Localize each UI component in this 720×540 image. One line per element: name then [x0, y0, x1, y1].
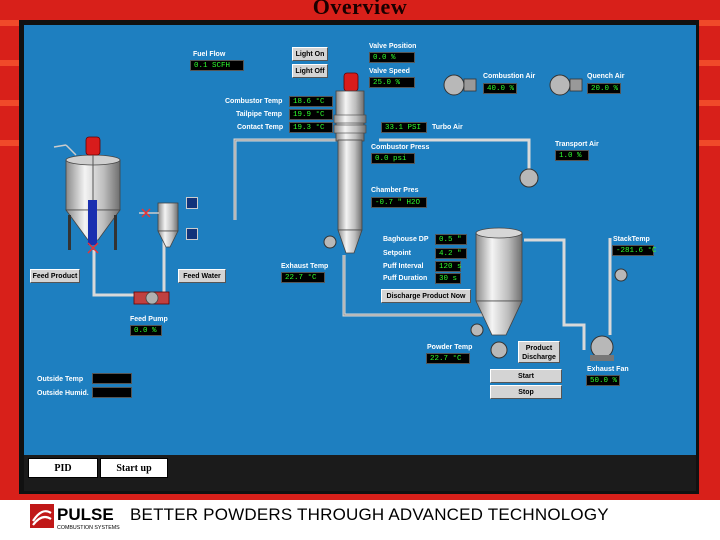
outside-humid-value	[92, 387, 132, 398]
exhaust-temp-label: Exhaust Temp	[281, 263, 329, 270]
chamber-pres-label: Chamber Pres	[371, 187, 419, 194]
outside-temp-label: Outside Temp	[37, 376, 84, 383]
transport-air-label: Transport Air	[555, 141, 599, 148]
stack-temp-value: -281.6 °C	[612, 245, 657, 256]
contact-temp-value: 19.3 °C	[289, 122, 333, 133]
powder-temp-value: 22.7 °C	[426, 353, 470, 364]
product-discharge-button[interactable]: Product Discharge	[518, 341, 560, 363]
feed-pump-graphic	[133, 291, 170, 305]
feed-tank	[53, 136, 121, 254]
puff-interval-value[interactable]: 120 s	[435, 261, 462, 272]
valve-position-value: 0.0 %	[369, 52, 415, 63]
combustion-air-label: Combustion Air	[483, 73, 536, 80]
combustor	[333, 72, 367, 254]
pipe-baghouse-exhaust	[524, 238, 586, 350]
svg-text:PULSE: PULSE	[57, 505, 114, 524]
chamber-pres-value: -0.7 " H2O	[371, 197, 427, 208]
contact-temp-label: Contact Temp	[237, 124, 284, 131]
outside-temp-value	[92, 373, 132, 384]
turbo-air-label: Turbo Air	[432, 124, 463, 131]
fuel-flow-label: Fuel Flow	[193, 51, 226, 58]
water-flow-indicator[interactable]	[186, 228, 198, 240]
process-diagram	[53, 72, 628, 361]
exhaust-fan-label: Exhaust Fan	[587, 366, 629, 373]
combustion-air-value: 40.0 %	[483, 83, 517, 94]
transport-air-blower	[519, 168, 539, 188]
powder-temp-label: Powder Temp	[427, 344, 473, 351]
pipe-feed-line	[92, 240, 166, 297]
pipe-transport-air	[379, 138, 531, 170]
pulse-logo: PULSE COMBUSTION SYSTEMS	[30, 504, 120, 531]
puff-duration-value[interactable]: 30 s	[435, 273, 461, 284]
tagline: BETTER POWDERS THROUGH ADVANCED TECHNOLO…	[130, 505, 609, 524]
quench-air-value: 20.0 %	[587, 83, 621, 94]
start-button[interactable]: Start	[490, 369, 562, 383]
pipe-combustor-to-contact	[233, 138, 344, 220]
powder-valve	[470, 323, 508, 359]
exhaust-fan-graphic	[590, 335, 614, 361]
discharge-product-now-button[interactable]: Discharge Product Now	[381, 289, 471, 303]
water-tank	[139, 202, 179, 248]
footer: PULSE COMBUSTION SYSTEMS BETTER POWDERS …	[0, 500, 720, 540]
feed-pump-value[interactable]: 0.0 %	[130, 325, 162, 336]
baghouse	[475, 227, 523, 336]
feed-pump-label: Feed Pump	[130, 316, 168, 323]
valve-speed-value: 25.0 %	[369, 77, 415, 88]
transport-air-value: 1.0 %	[555, 150, 589, 161]
tailpipe-temp-label: Tailpipe Temp	[236, 111, 283, 118]
valve-position-label: Valve Position	[369, 43, 417, 50]
exhaust-fan-value[interactable]: 50.0 %	[586, 375, 620, 386]
fuel-flow-value: 0.1 SCFH	[190, 60, 244, 71]
tank-level	[88, 200, 97, 245]
setpoint-label: Setpoint	[383, 250, 411, 257]
light-on-button[interactable]: Light On	[292, 47, 328, 61]
puff-interval-label: Puff Interval	[383, 263, 424, 270]
product-discharge-line1: Product	[525, 345, 553, 352]
light-off-button[interactable]: Light Off	[292, 64, 328, 78]
water-valve-indicator[interactable]	[186, 197, 198, 209]
exhaust-valve	[323, 235, 628, 282]
outside-humid-label: Outside Humid.	[37, 390, 89, 397]
valve-speed-label: Valve Speed	[369, 68, 410, 75]
puff-duration-label: Puff Duration	[383, 275, 428, 282]
setpoint-value[interactable]: 4.2 "	[435, 248, 467, 259]
tank-motor	[85, 136, 101, 156]
exhaust-temp-value: 22.7 °C	[281, 272, 325, 283]
feed-product-button[interactable]: Feed Product	[30, 269, 80, 283]
stop-button[interactable]: Stop	[490, 385, 562, 399]
svg-text:COMBUSTION SYSTEMS: COMBUSTION SYSTEMS	[57, 525, 120, 531]
combustor-temp-label: Combustor Temp	[225, 98, 283, 105]
quench-air-blower	[549, 74, 583, 96]
combustor-press-label: Combustor Press	[371, 144, 430, 151]
page-title: Overview	[312, 0, 408, 19]
quench-air-label: Quench Air	[587, 73, 625, 80]
combustor-press-value: 0.0 psi	[371, 153, 415, 164]
combustion-air-blower	[443, 74, 477, 96]
combustor-temp-value: 18.6 °C	[289, 96, 333, 107]
stack-temp-label: StackTemp	[613, 236, 650, 243]
turbo-air-value: 33.1 PSI	[381, 122, 427, 133]
feed-water-button[interactable]: Feed Water	[178, 269, 226, 283]
baghouse-dp-value: 0.5 "	[435, 234, 467, 245]
product-discharge-line2: Discharge	[522, 354, 556, 361]
start-up-button[interactable]: Start up	[100, 458, 168, 478]
pid-button[interactable]: PID	[28, 458, 98, 478]
baghouse-dp-label: Baghouse DP	[383, 236, 429, 243]
tailpipe-temp-value: 19.9 °C	[289, 109, 333, 120]
